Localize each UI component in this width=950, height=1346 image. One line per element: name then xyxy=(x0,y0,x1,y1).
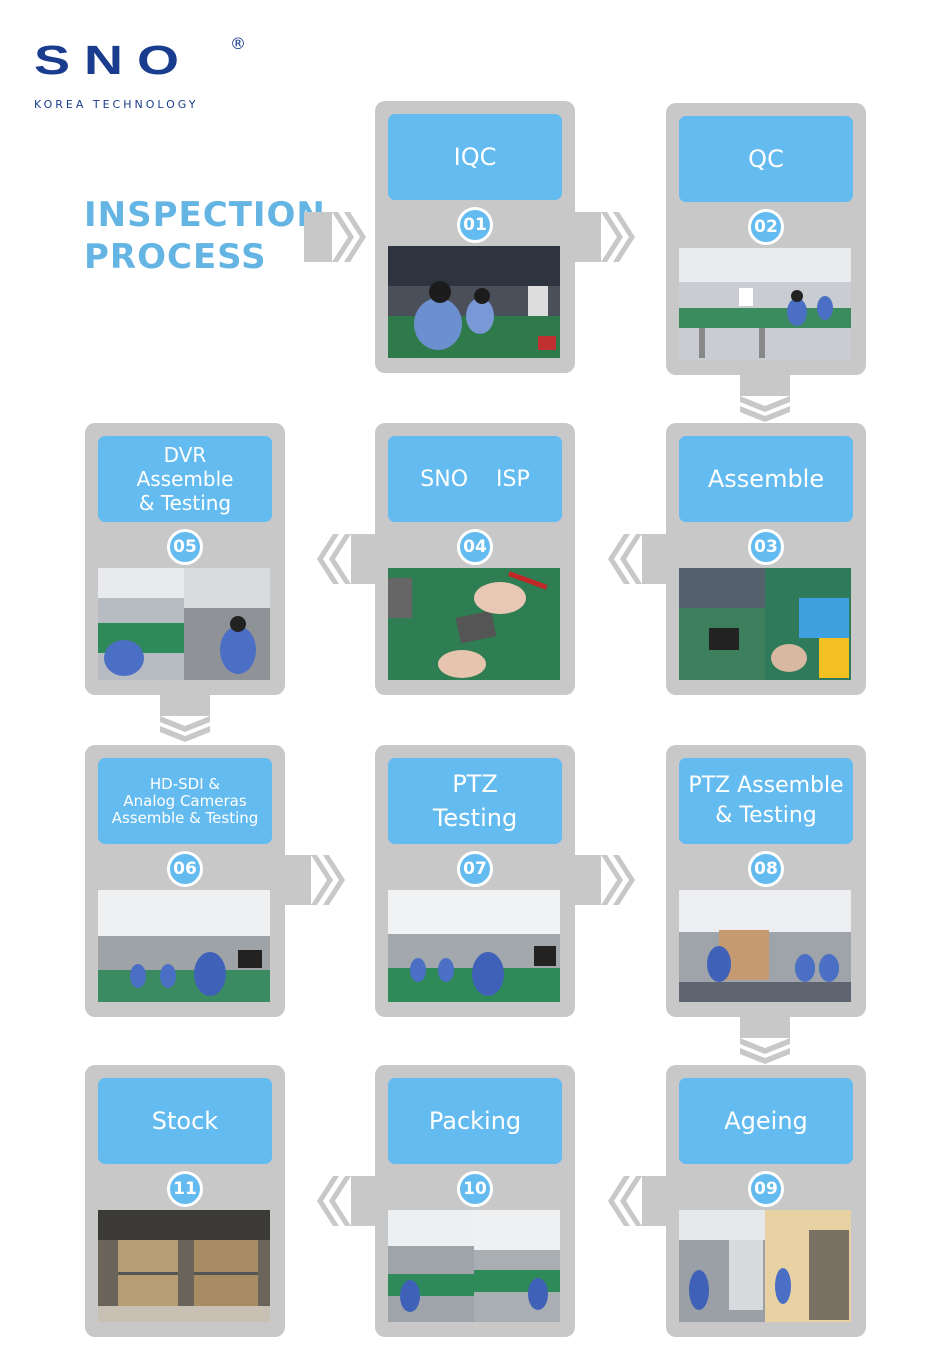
step-label: Stock xyxy=(98,1078,272,1164)
step-label: HD-SDI & Analog Cameras Assemble & Testi… xyxy=(98,758,272,844)
step-number-badge: 11 xyxy=(167,1171,203,1207)
title-line-2: PROCESS xyxy=(84,237,267,277)
arrow-right-icon xyxy=(573,855,635,905)
factory-photo xyxy=(679,890,851,1002)
step-card-qc: QC 02 xyxy=(666,103,866,375)
arrow-down-icon xyxy=(740,1016,790,1064)
logo-tagline: KOREA TECHNOLOGY xyxy=(34,98,199,111)
title-arrow-right-icon xyxy=(304,212,366,262)
step-label: DVR Assemble & Testing xyxy=(98,436,272,522)
logo-wordmark: SNO xyxy=(34,37,194,83)
step-number-badge: 08 xyxy=(748,851,784,887)
title-line-1: INSPECTION xyxy=(84,195,326,235)
arrow-left-icon xyxy=(317,534,379,584)
step-label: QC xyxy=(679,116,853,202)
step-card-ptz-testing: PTZ Testing 07 xyxy=(375,745,575,1017)
arrow-left-icon xyxy=(317,1176,379,1226)
page-title: INSPECTION PROCESS xyxy=(84,194,326,278)
step-card-sno-isp: SNO ISP 04 xyxy=(375,423,575,695)
step-card-stock: Stock 11 xyxy=(85,1065,285,1337)
arrow-right-icon xyxy=(573,212,635,262)
step-label: Ageing xyxy=(679,1078,853,1164)
arrow-down-icon xyxy=(160,694,210,742)
step-card-assemble: Assemble 03 xyxy=(666,423,866,695)
step-number-badge: 06 xyxy=(167,851,203,887)
arrow-down-icon xyxy=(740,374,790,422)
step-number-badge: 09 xyxy=(748,1171,784,1207)
arrow-left-icon xyxy=(608,1176,670,1226)
step-card-dvr: DVR Assemble & Testing 05 xyxy=(85,423,285,695)
factory-photo xyxy=(388,1210,560,1322)
step-number-badge: 07 xyxy=(457,851,493,887)
factory-photo xyxy=(98,568,270,680)
step-number-badge: 05 xyxy=(167,529,203,565)
step-card-ageing: Ageing 09 xyxy=(666,1065,866,1337)
factory-photo xyxy=(388,246,560,358)
arrow-right-icon xyxy=(283,855,345,905)
step-card-cameras: HD-SDI & Analog Cameras Assemble & Testi… xyxy=(85,745,285,1017)
step-card-packing: Packing 10 xyxy=(375,1065,575,1337)
step-card-iqc: IQC 01 xyxy=(375,101,575,373)
step-label: IQC xyxy=(388,114,562,200)
step-label: PTZ Testing xyxy=(388,758,562,844)
factory-photo xyxy=(388,568,560,680)
step-label: Packing xyxy=(388,1078,562,1164)
step-number-badge: 03 xyxy=(748,529,784,565)
factory-photo xyxy=(98,890,270,1002)
factory-photo xyxy=(388,890,560,1002)
step-label: PTZ Assemble & Testing xyxy=(679,758,853,844)
step-number-badge: 04 xyxy=(457,529,493,565)
brand-logo: SNO ® KOREA TECHNOLOGY xyxy=(34,34,274,120)
step-label: Assemble xyxy=(679,436,853,522)
factory-photo xyxy=(679,1210,851,1322)
step-number-badge: 02 xyxy=(748,209,784,245)
arrow-left-icon xyxy=(608,534,670,584)
step-label: SNO ISP xyxy=(388,436,562,522)
factory-photo xyxy=(679,248,851,360)
factory-photo xyxy=(679,568,851,680)
step-number-badge: 01 xyxy=(457,207,493,243)
step-card-ptz-assemble: PTZ Assemble & Testing 08 xyxy=(666,745,866,1017)
registered-mark: ® xyxy=(230,34,246,53)
warehouse-photo xyxy=(98,1210,270,1322)
step-number-badge: 10 xyxy=(457,1171,493,1207)
